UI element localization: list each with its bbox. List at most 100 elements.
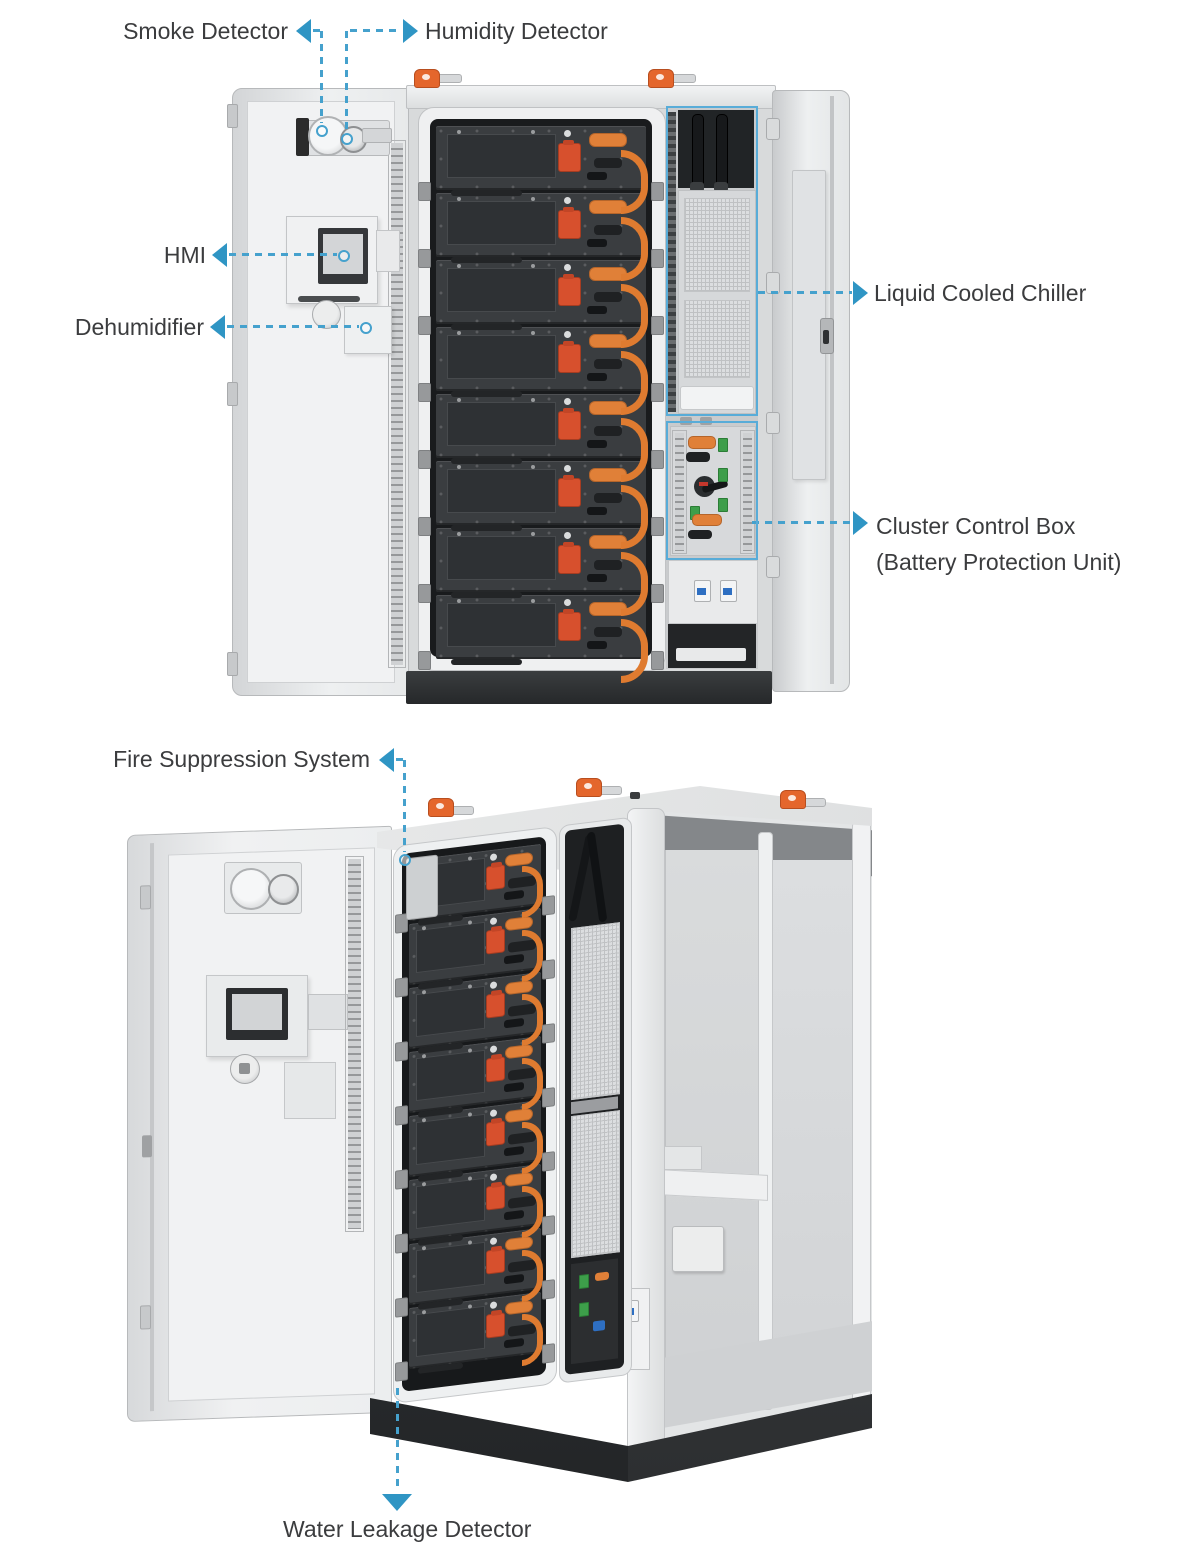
cluster-perf-right xyxy=(740,430,755,554)
msd-connector xyxy=(557,474,581,507)
hmi-side-box xyxy=(376,230,400,272)
arrow-humidity-detector xyxy=(403,19,418,43)
status-dot xyxy=(564,264,572,272)
humidity-detector-3d xyxy=(268,874,299,905)
msd-connector xyxy=(485,992,505,1019)
door-latch xyxy=(766,412,780,434)
front-view: Smoke Detector Humidity Detector HMI Deh… xyxy=(0,0,1200,710)
door-latch xyxy=(766,118,780,140)
power-connector xyxy=(587,239,608,248)
door-bar xyxy=(298,296,360,302)
arrow-hmi xyxy=(212,243,227,267)
handle-capsule xyxy=(505,1235,534,1251)
leader-hmi xyxy=(229,253,337,256)
module-face-panel xyxy=(415,986,485,1037)
leader-humidity-v xyxy=(345,31,348,133)
left-door xyxy=(232,88,410,696)
radiator-upper xyxy=(571,922,620,1101)
arrow-water-leakage xyxy=(382,1494,412,1511)
cluster-black-connector xyxy=(686,452,710,462)
door-hinge xyxy=(227,652,238,676)
status-dot xyxy=(564,197,572,205)
bay-bottom-sill xyxy=(676,648,746,661)
label-dehumidifier: Dehumidifier xyxy=(74,314,204,340)
rack-latch xyxy=(395,1297,408,1318)
rack-latch xyxy=(418,651,431,670)
battery-module xyxy=(418,595,664,683)
msd-connector xyxy=(485,1248,505,1275)
status-dot xyxy=(489,1109,497,1118)
door-lock-small xyxy=(142,1135,152,1158)
side-bay1-panel xyxy=(664,850,764,1398)
endpoint-dehumidifier xyxy=(360,322,372,334)
status-dot xyxy=(489,1237,497,1246)
status-dot xyxy=(489,853,497,862)
detector-arm xyxy=(362,128,392,143)
module-handle xyxy=(450,458,523,464)
chiller-grille-upper xyxy=(684,198,750,292)
rack-latch xyxy=(651,584,664,603)
battery-module xyxy=(418,461,664,549)
status-dot xyxy=(489,1173,497,1182)
chiller-tray xyxy=(680,386,754,410)
front-face-3d xyxy=(393,816,632,1404)
status-dot xyxy=(564,130,572,138)
status-dot xyxy=(489,1045,497,1054)
control-blue-dot xyxy=(593,1319,605,1332)
rack-latch xyxy=(395,1361,408,1382)
label-hmi: HMI xyxy=(163,242,206,268)
leader-fire-v xyxy=(403,760,406,852)
hmi-side-box-3d xyxy=(308,994,348,1030)
msd-connector xyxy=(485,928,505,955)
screw xyxy=(530,397,535,402)
status-dot xyxy=(489,981,497,990)
door-hinge xyxy=(227,382,238,406)
label-cluster-line2: (Battery Protection Unit) xyxy=(876,549,1122,575)
rack-latch xyxy=(651,182,664,201)
radiator-lower xyxy=(571,1110,620,1259)
screw xyxy=(457,330,461,335)
dc-breaker xyxy=(720,580,737,602)
label-humidity-detector: Humidity Detector xyxy=(425,18,608,44)
rack-latch xyxy=(651,316,664,335)
battery-module xyxy=(418,327,664,415)
msd-connector xyxy=(557,407,581,440)
msd-connector xyxy=(485,864,505,891)
rack-latch xyxy=(395,1169,408,1190)
rack-latch xyxy=(542,1343,555,1364)
fire-suppression-unit xyxy=(406,854,438,921)
rack-latch xyxy=(651,517,664,536)
handle-capsule xyxy=(505,1299,534,1315)
screw xyxy=(530,330,535,335)
lifting-hook xyxy=(648,69,674,88)
power-connector xyxy=(593,493,622,503)
rack-latch xyxy=(418,517,431,536)
rack-latch xyxy=(651,249,664,268)
cluster-orange-connector xyxy=(688,436,716,449)
rack-latch xyxy=(542,1023,555,1044)
junction-box xyxy=(672,1226,724,1272)
module-face-panel xyxy=(415,1178,485,1229)
msd-connector xyxy=(557,273,581,306)
battery-rack-front xyxy=(418,126,664,683)
lifting-hook xyxy=(780,790,806,809)
label-smoke-detector: Smoke Detector xyxy=(123,18,288,44)
module-handle xyxy=(450,190,523,196)
module-face-panel xyxy=(446,133,556,178)
rack-latch xyxy=(418,249,431,268)
power-connector xyxy=(587,440,608,449)
rack-latch xyxy=(395,1041,408,1062)
handle-capsule xyxy=(505,1107,534,1123)
leader-chiller xyxy=(758,291,852,294)
pipe-cap xyxy=(690,182,704,192)
terminal-block xyxy=(718,438,728,452)
module-face-panel xyxy=(446,535,556,580)
rack-latch xyxy=(542,1151,555,1172)
rack-latch xyxy=(418,182,431,201)
arrow-smoke-detector xyxy=(296,19,311,43)
screw xyxy=(457,263,461,268)
power-connector xyxy=(593,627,622,637)
smoke-detector-3d xyxy=(230,868,272,910)
door-hinge xyxy=(140,1305,151,1330)
